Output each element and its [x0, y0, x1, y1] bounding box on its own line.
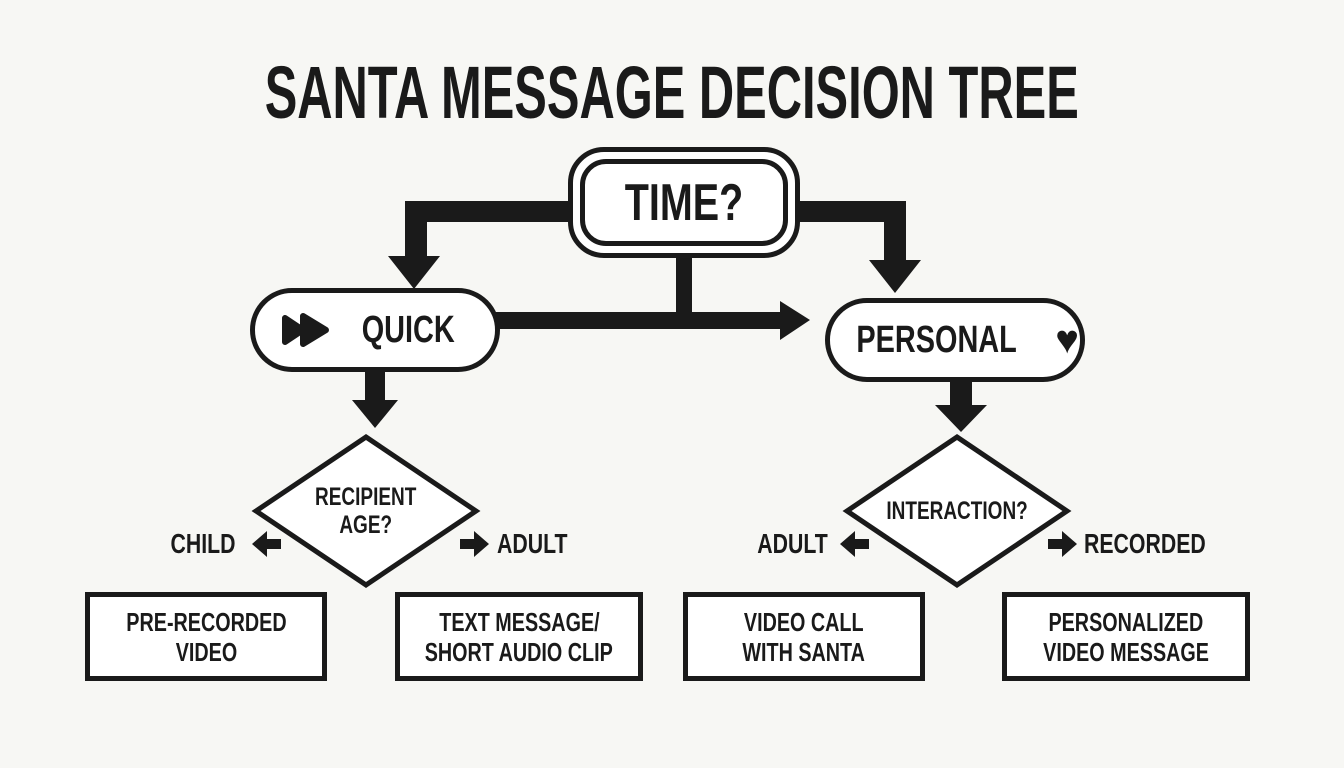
recipient-age-diamond [251, 433, 481, 589]
outcome-1-line2: SHORT AUDIO CLIP [424, 636, 614, 667]
branch-label-recorded: RECORDED [1084, 529, 1244, 559]
outcome-text-message-short-audio: TEXT MESSAGE/ SHORT AUDIO CLIP [395, 592, 643, 681]
outcome-2-line1: VIDEO CALL [744, 606, 864, 637]
connector-quick-to-recipient-age [365, 366, 385, 402]
outcome-pre-recorded-video: PRE-RECORDED VIDEO [85, 592, 327, 681]
personal-node-label: PERSONAL [856, 318, 1017, 361]
connector-time-to-personal-horizontal [795, 201, 906, 222]
recipient-age-line1: RECIPIENT [315, 483, 417, 511]
recorded-branch-arrow-icon [1048, 531, 1077, 557]
child-branch-arrow-icon [252, 531, 281, 557]
arrowhead-to-interaction [935, 405, 987, 432]
connector-time-to-quick-horizontal [405, 201, 585, 222]
connector-personal-to-interaction [950, 376, 972, 406]
branch-label-adult-interaction: ADULT [713, 529, 828, 559]
connector-time-bottom-stem [676, 252, 692, 328]
personal-node: PERSONAL ♥ [825, 298, 1085, 382]
outcome-0-line1: PRE-RECORDED [125, 606, 287, 637]
time-node-label: TIME? [624, 173, 744, 232]
recipient-age-diamond-label: RECIPIENT AGE? [258, 440, 474, 582]
time-node: TIME? [568, 147, 800, 258]
outcome-video-call-with-santa: VIDEO CALL WITH SANTA [683, 592, 925, 681]
branch-label-adult-recipient: ADULT [497, 529, 617, 559]
quick-node-label: QUICK [361, 308, 456, 351]
branch-label-child: CHILD [128, 529, 236, 559]
branch-label-adult-recipient-text: ADULT [497, 528, 568, 559]
recipient-age-line2: AGE? [339, 511, 393, 539]
arrowhead-to-personal [869, 260, 921, 293]
quick-node: QUICK [250, 288, 500, 372]
connector-time-to-personal-vertical [884, 201, 906, 262]
outcome-0-line2: VIDEO [175, 636, 237, 667]
outcome-3-line2: VIDEO MESSAGE [1043, 636, 1209, 667]
connector-quick-to-personal [495, 312, 783, 329]
adult-interaction-branch-arrow-icon [840, 531, 869, 557]
arrowhead-to-recipient-age [352, 400, 398, 428]
arrowhead-quick-to-personal [780, 301, 810, 340]
interaction-line1: INTERACTION? [886, 497, 1028, 525]
interaction-diamond [842, 433, 1072, 589]
outcome-2-line2: WITH SANTA [742, 636, 866, 667]
branch-label-child-text: CHILD [170, 528, 236, 559]
arrowhead-to-quick [388, 256, 440, 289]
time-node-inner-border: TIME? [580, 159, 788, 246]
branch-label-recorded-text: RECORDED [1084, 528, 1206, 559]
fast-forward-icon [282, 313, 330, 347]
interaction-diamond-label: INTERACTION? [849, 440, 1065, 582]
page-title: SANTA MESSAGE DECISION TREE [0, 56, 1344, 130]
branch-label-adult-interaction-text: ADULT [757, 528, 828, 559]
connector-time-to-quick-vertical [405, 201, 427, 259]
page-title-text: SANTA MESSAGE DECISION TREE [264, 51, 1080, 134]
outcome-1-line1: TEXT MESSAGE/ [438, 606, 600, 637]
outcome-3-line1: PERSONALIZED [1048, 606, 1204, 637]
heart-icon: ♥ [1055, 318, 1079, 362]
outcome-personalized-video-message: PERSONALIZED VIDEO MESSAGE [1002, 592, 1250, 681]
adult-branch-arrow-icon [460, 531, 489, 557]
